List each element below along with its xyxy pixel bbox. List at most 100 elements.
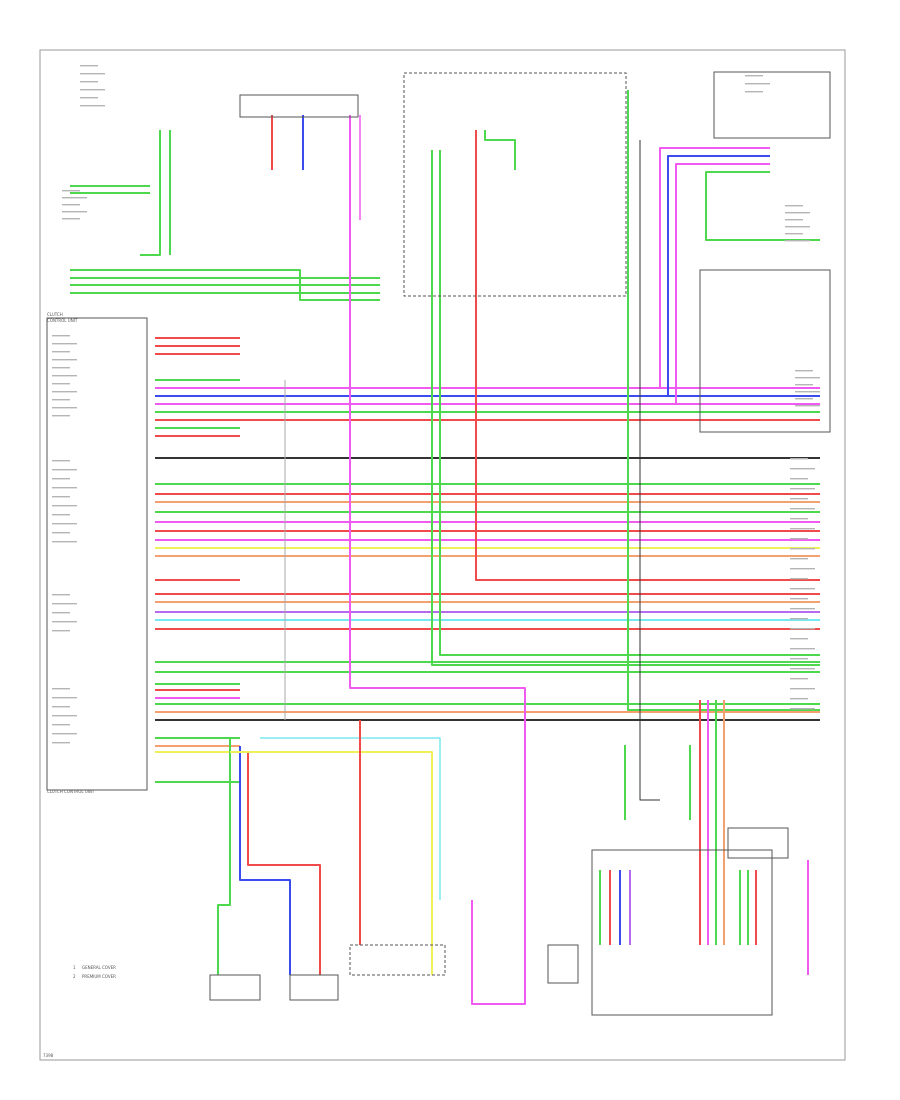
top-left-label bbox=[80, 89, 105, 91]
left-pin-label bbox=[52, 478, 70, 480]
wire bbox=[140, 130, 161, 256]
right-terminal-mark bbox=[790, 688, 815, 690]
right-terminal-mark bbox=[790, 538, 808, 540]
left-pin-label bbox=[52, 335, 70, 337]
left-pin-label bbox=[52, 415, 70, 417]
left-pin-label bbox=[52, 688, 70, 690]
wire bbox=[230, 751, 433, 975]
left-pin-label bbox=[52, 399, 70, 401]
actuator-box bbox=[349, 944, 446, 976]
right-label bbox=[795, 384, 813, 386]
right-label bbox=[785, 226, 810, 228]
left-label bbox=[62, 197, 87, 199]
diagram-border bbox=[39, 49, 846, 1061]
right-terminal-mark bbox=[790, 498, 808, 500]
left-pin-label bbox=[52, 603, 77, 605]
left-pin-label bbox=[52, 594, 70, 596]
left-pin-label bbox=[52, 375, 77, 377]
wire bbox=[705, 171, 820, 241]
left-pin-label bbox=[52, 487, 77, 489]
wire bbox=[260, 737, 441, 900]
left-pin-label bbox=[52, 724, 70, 726]
right-terminal-mark bbox=[790, 608, 815, 610]
wire bbox=[639, 140, 660, 801]
right-terminal-mark bbox=[790, 468, 815, 470]
left-pin-label bbox=[52, 391, 77, 393]
unit-label-bottom: CLUTCH CONTROL UNIT bbox=[47, 789, 95, 794]
left-pin-label bbox=[52, 469, 77, 471]
unit-label-top: CLUTCH bbox=[47, 312, 63, 317]
right-terminal-mark bbox=[790, 658, 808, 660]
right-terminal-mark bbox=[790, 548, 815, 550]
right-terminal-mark bbox=[790, 558, 808, 560]
wire bbox=[675, 163, 770, 404]
right-terminal-mark bbox=[790, 648, 815, 650]
left-pin-label bbox=[52, 706, 70, 708]
right-terminal-mark bbox=[790, 478, 808, 480]
left-pin-label bbox=[52, 697, 77, 699]
legend-1-text: GENERAL COVER bbox=[82, 965, 116, 970]
right-terminal-mark bbox=[790, 528, 815, 530]
right-label bbox=[785, 219, 803, 221]
left-label bbox=[62, 204, 80, 206]
right-lower-box bbox=[727, 827, 789, 859]
wire bbox=[247, 752, 321, 975]
wire bbox=[484, 130, 516, 170]
left-pin-label bbox=[52, 742, 70, 744]
top-connector-box bbox=[239, 94, 359, 118]
wire bbox=[239, 746, 291, 975]
left-pin-label bbox=[52, 343, 77, 345]
left-pin-label bbox=[52, 621, 77, 623]
bottom-sensor-2 bbox=[289, 974, 339, 1001]
left-pin-label bbox=[52, 505, 77, 507]
right-terminal-mark bbox=[790, 578, 808, 580]
component-layer bbox=[46, 71, 831, 1016]
wire bbox=[217, 738, 231, 975]
wire bbox=[659, 147, 770, 388]
right-terminal-mark bbox=[790, 488, 815, 490]
right-label bbox=[785, 205, 803, 207]
top-left-label bbox=[80, 105, 105, 107]
right-label bbox=[785, 233, 803, 235]
right-terminal-mark bbox=[790, 638, 808, 640]
navigation-unit-box bbox=[591, 849, 773, 1016]
right-label bbox=[795, 391, 820, 393]
right-terminal-mark bbox=[790, 518, 808, 520]
legend-2-text: PREMIUM COVER bbox=[82, 974, 116, 979]
bottom-sensor-1 bbox=[209, 974, 261, 1001]
right-module-box bbox=[713, 71, 831, 139]
footer-id: 7398 bbox=[43, 1053, 54, 1058]
right-label bbox=[785, 212, 810, 214]
relay-box bbox=[403, 72, 627, 297]
legend-2-num: 2 bbox=[73, 974, 76, 979]
clutch-control-unit-box bbox=[46, 317, 148, 791]
right-label bbox=[795, 370, 813, 372]
top-left-label bbox=[80, 73, 105, 75]
wire bbox=[627, 90, 820, 711]
right-terminal-mark bbox=[790, 598, 808, 600]
module-label bbox=[745, 91, 763, 93]
left-pin-label bbox=[52, 407, 77, 409]
right-terminal-mark bbox=[790, 458, 808, 460]
left-pin-label bbox=[52, 523, 77, 525]
left-pin-label bbox=[52, 351, 70, 353]
unit-label-top-2: CONTROL UNIT bbox=[47, 318, 78, 323]
right-label bbox=[795, 398, 813, 400]
left-label bbox=[62, 211, 87, 213]
right-label bbox=[785, 240, 810, 242]
wire bbox=[475, 130, 820, 581]
left-pin-label bbox=[52, 383, 70, 385]
top-left-label bbox=[80, 97, 98, 99]
left-label bbox=[62, 218, 80, 220]
wire bbox=[439, 150, 820, 656]
right-terminal-mark bbox=[790, 668, 815, 670]
left-pin-label bbox=[52, 532, 70, 534]
right-terminal-mark bbox=[790, 618, 808, 620]
top-left-label bbox=[80, 65, 98, 67]
legend-1-num: 1 bbox=[73, 965, 76, 970]
wire bbox=[349, 115, 526, 1005]
module-label bbox=[745, 75, 763, 77]
bottom-small-box bbox=[547, 944, 579, 984]
left-pin-label bbox=[52, 496, 70, 498]
